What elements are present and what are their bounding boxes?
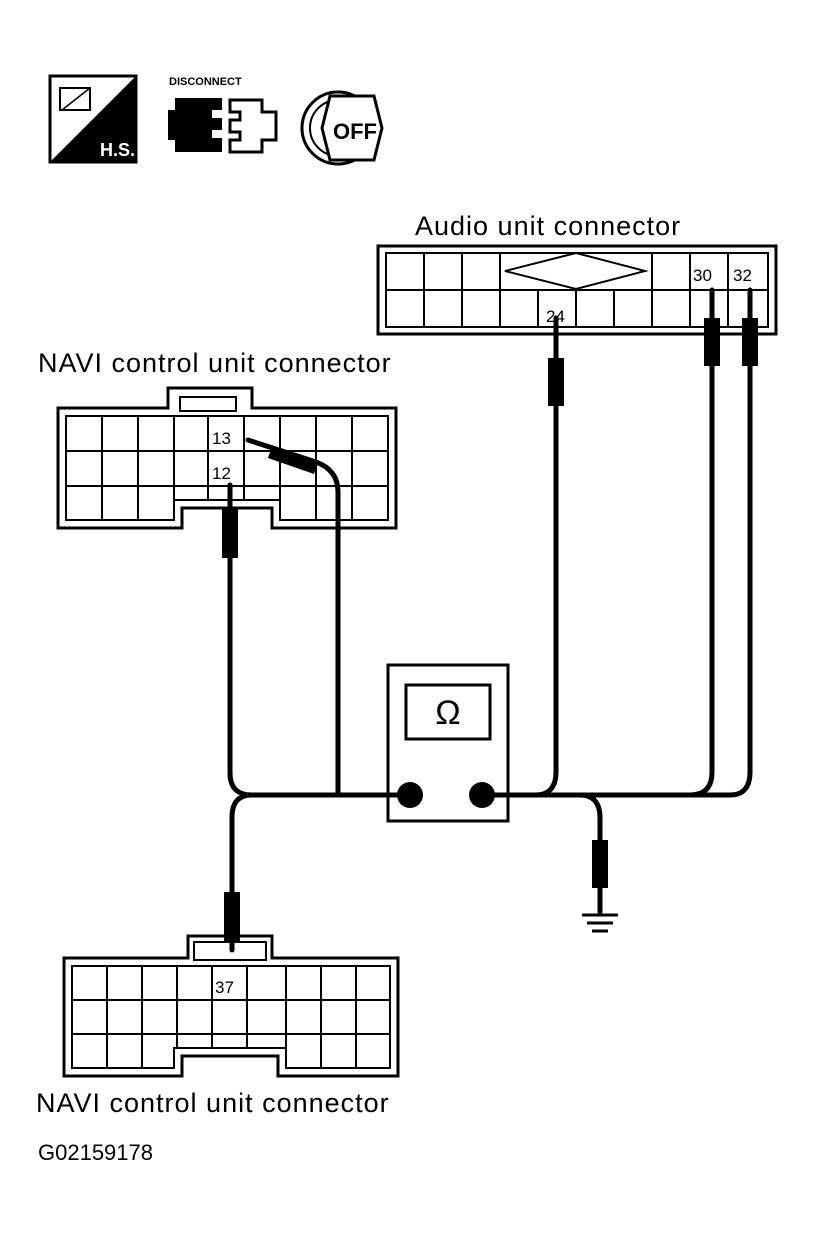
test-leads <box>227 287 753 953</box>
navi-top-title: NAVI control unit connector <box>38 348 392 378</box>
disconnect-label: DISCONNECT <box>169 76 242 88</box>
ohmmeter: Ω <box>386 663 510 823</box>
ignition-off-label: OFF <box>333 119 377 144</box>
audio-pin-32: 32 <box>733 266 752 285</box>
ignition-off-icon: OFF <box>300 90 384 166</box>
disconnect-icon: DISCONNECT <box>168 76 278 154</box>
meter-terminal-left <box>397 782 423 808</box>
navi-pin-13: 13 <box>212 429 231 448</box>
figure-code: G02159178 <box>38 1140 153 1165</box>
navi-pin-12: 12 <box>212 464 231 483</box>
ground-icon <box>582 888 618 933</box>
hot-stamp-icon: H.S. <box>48 74 138 164</box>
probe-sleeves <box>222 318 758 942</box>
navi-pin-37: 37 <box>215 978 234 997</box>
audio-pin-30: 30 <box>693 266 712 285</box>
navi-connector-bottom: 37 NAVI control unit connector <box>36 934 400 1118</box>
audio-unit-connector: Audio unit connector 30 32 24 <box>376 211 778 336</box>
audio-connector-title: Audio unit connector <box>415 211 681 241</box>
navi-connector-top: NAVI control unit connector 13 12 <box>38 348 398 530</box>
ohm-symbol: Ω <box>435 694 460 732</box>
hot-stamp-label: H.S. <box>100 140 135 160</box>
meter-terminal-right <box>469 782 495 808</box>
navi-bottom-title: NAVI control unit connector <box>36 1088 390 1118</box>
